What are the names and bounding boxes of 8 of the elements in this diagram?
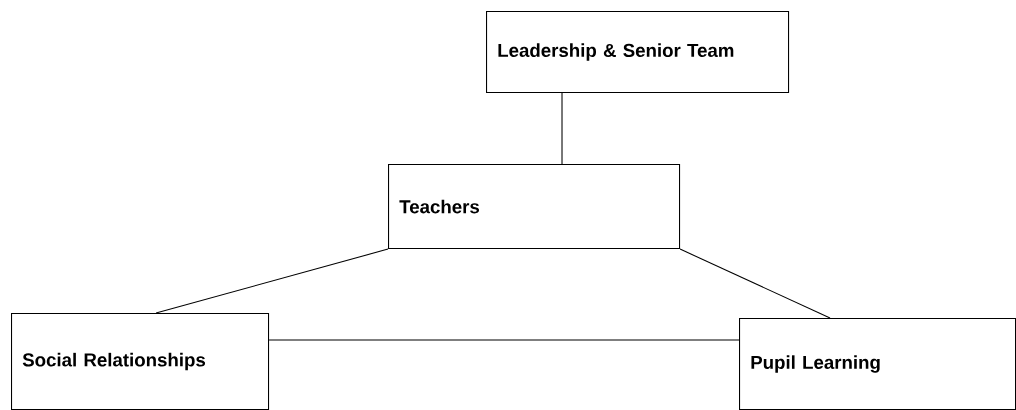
text-box: Pupil Learning (739, 318, 1016, 410)
connector-line (155, 248, 389, 314)
connector-line (268, 339, 740, 341)
connector-line (679, 248, 831, 319)
connector-line (561, 92, 563, 165)
text-box: Social Relationships (11, 313, 270, 410)
text-box: Leadership & Senior Team (486, 11, 790, 94)
text-box: Teachers (388, 164, 681, 250)
